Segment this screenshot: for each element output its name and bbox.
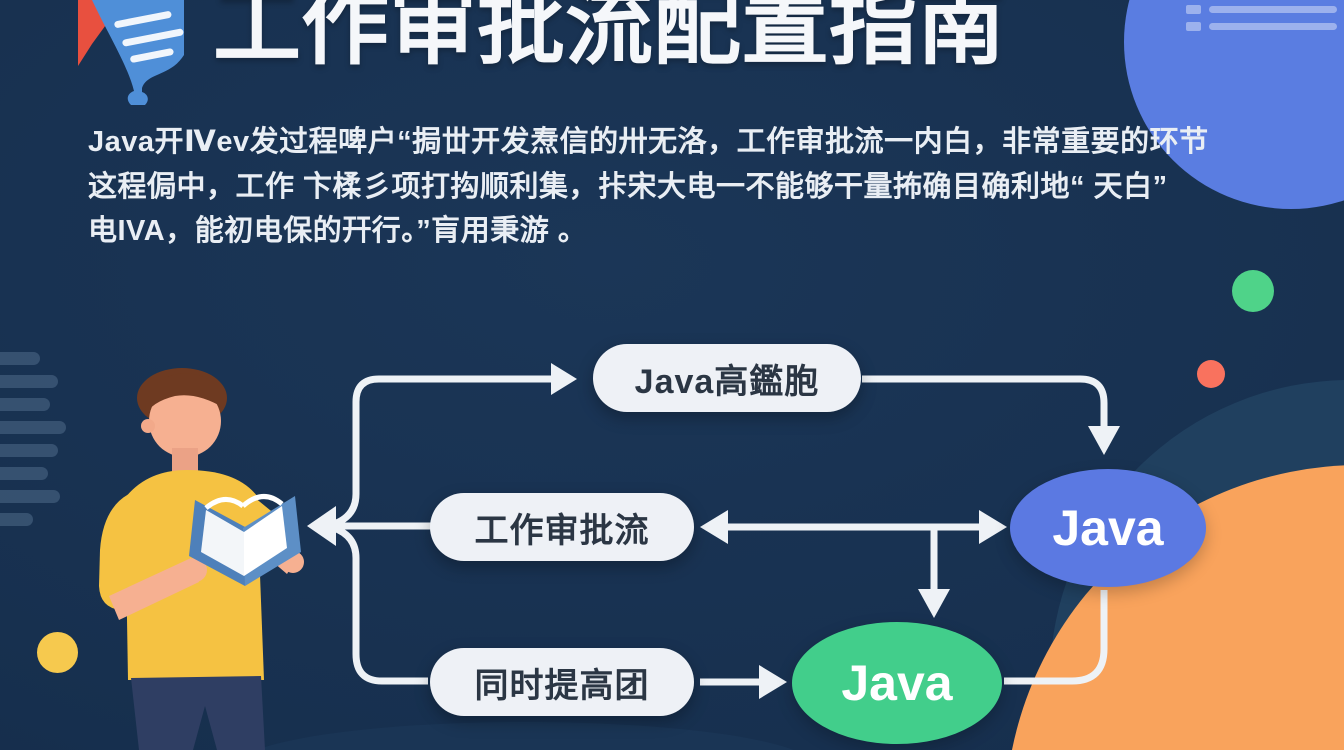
stripe-decoration <box>0 421 66 434</box>
page-title: 工作审批流配置指南 <box>213 0 1006 75</box>
arrowhead-down <box>1088 426 1120 455</box>
faded-list-row <box>1186 5 1337 14</box>
book <box>189 494 301 586</box>
green-dot-decoration <box>1232 270 1274 312</box>
flow-node-label: 同时提高团 <box>474 666 650 705</box>
arrowhead-right <box>979 510 1007 544</box>
stripe-decoration <box>0 490 60 503</box>
arrowhead-left <box>307 506 336 546</box>
intro-line-3: 电IVA，能初电保的幵行。”肓用秉游 。 <box>88 215 588 247</box>
stripe-decoration <box>0 444 58 457</box>
intro-line-1: Java开Ⅳev发过程啤户“挶丗开发焘信的卅无洛，工作审批流一内白，非常重要的环… <box>88 126 1209 158</box>
hill-decoration <box>235 722 815 750</box>
stripe-decoration <box>0 513 33 526</box>
arrowhead-right <box>759 665 787 699</box>
arrowhead-right <box>551 363 577 395</box>
flow-node-java-advanced: Java高鑑胞 <box>593 344 861 412</box>
flow-node-label: 工作审批流 <box>474 511 650 550</box>
stripe-decoration <box>0 467 48 480</box>
stripe-decoration <box>0 398 50 411</box>
arrowhead-left <box>700 510 728 544</box>
flow-node-java-blue: Java <box>1010 469 1206 587</box>
flow-node-java-green: Java <box>792 622 1002 744</box>
flow-node-team-improve: 同时提高团 <box>430 648 694 716</box>
pen-brush-icon <box>78 0 184 105</box>
yellow-dot-decoration <box>37 632 78 673</box>
intro-paragraph: Java开Ⅳev发过程啤户“挶丗开发焘信的卅无洛，工作审批流一内白，非常重要的环… <box>88 120 1288 254</box>
flow-node-label: Java <box>1052 500 1164 556</box>
flow-node-approval-flow: 工作审批流 <box>430 493 694 561</box>
intro-line-2: 这程侷中，工作 卞楺彡项打抅顺利集，拤宋大电一不能够干量抪确目确利地“ 天白” <box>88 170 1168 203</box>
stripe-decoration <box>0 375 58 388</box>
flow-node-label: Java高鑑胞 <box>634 362 820 401</box>
arrowhead-down <box>918 589 950 618</box>
red-dot-decoration <box>1197 360 1225 388</box>
flow-node-label: Java <box>841 655 953 711</box>
faded-list-row <box>1186 22 1337 31</box>
person-reading-illustration <box>99 368 304 750</box>
stripe-decoration <box>0 352 40 365</box>
